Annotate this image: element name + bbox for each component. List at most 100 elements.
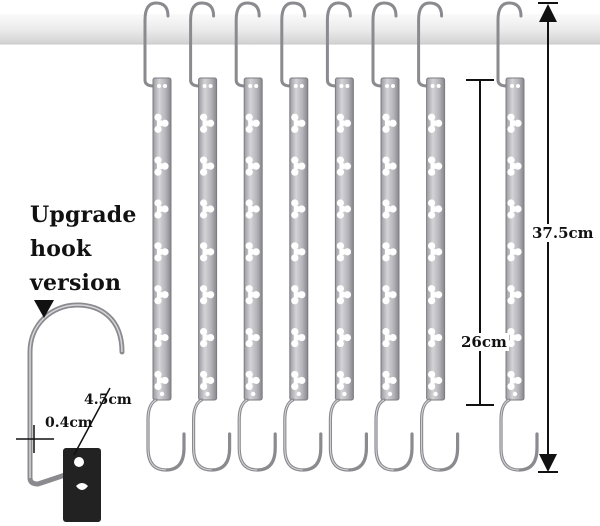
hanger-bar — [380, 77, 400, 401]
hanger-hole — [154, 327, 169, 348]
hanger — [143, 1, 186, 472]
hanger-hole — [245, 156, 260, 176]
bottom-hook — [283, 398, 323, 472]
hanger-hole — [200, 113, 215, 133]
top-hook — [280, 1, 307, 82]
hanger-hole — [245, 327, 260, 348]
hanger-hole — [382, 285, 397, 305]
hanger-hole — [382, 327, 397, 348]
hanger-hole — [245, 113, 260, 133]
hanger-hole — [507, 113, 522, 133]
body-length-label: 26cm — [459, 333, 509, 351]
hanger-hole — [154, 156, 169, 176]
hanger-hole — [428, 156, 443, 176]
hanger-bar — [334, 77, 354, 401]
hanger — [417, 1, 460, 472]
hanger-hole — [336, 156, 351, 176]
total-length-label: 37.5cm — [530, 224, 596, 242]
hanger-hole — [507, 156, 522, 176]
hanger-hole — [507, 370, 522, 391]
hanger — [280, 1, 323, 472]
hanger-hole — [200, 242, 215, 262]
hanger-hole — [291, 156, 306, 176]
hanger-hole — [245, 370, 260, 391]
top-hook — [496, 1, 523, 82]
top-hook — [417, 1, 444, 82]
hanger-hole — [291, 113, 306, 133]
hanger-hole — [336, 199, 351, 219]
hanger-hole — [428, 199, 443, 219]
hanger-hole — [291, 370, 306, 391]
hanger-hole — [382, 370, 397, 391]
bottom-hook — [146, 398, 186, 472]
top-hook — [189, 1, 216, 82]
hook-height-label: 4.5cm — [84, 392, 132, 408]
hanger-hole — [428, 327, 443, 348]
hanger-bar — [505, 77, 525, 401]
hanger — [325, 1, 368, 472]
hanger-hole — [291, 285, 306, 305]
hanger-hole — [245, 242, 260, 262]
hanger-hole — [154, 242, 169, 262]
hanger-hole — [382, 242, 397, 262]
callout-line-1: Upgrade — [30, 202, 137, 228]
top-hook — [325, 1, 352, 82]
hanger-bar — [243, 77, 263, 401]
hanger-hole — [154, 370, 169, 391]
body-length-dimension — [466, 79, 494, 406]
hanger-hole — [428, 113, 443, 133]
hanger — [371, 1, 414, 472]
hanger-hole — [200, 156, 215, 176]
hanger-hole — [245, 285, 260, 305]
hanger-bar — [426, 77, 446, 401]
hanger-hole — [507, 199, 522, 219]
hanger-hole — [154, 113, 169, 133]
top-hook — [143, 1, 170, 82]
hanger-hole — [507, 285, 522, 305]
wire-thickness-label: 0.4cm — [45, 415, 93, 431]
hanger-hole — [507, 327, 522, 348]
hanger — [234, 1, 277, 472]
bottom-hook — [237, 398, 277, 472]
hanger — [189, 1, 232, 472]
hook-detail — [16, 300, 125, 522]
hanger-hole — [200, 285, 215, 305]
hanger-hole — [336, 370, 351, 391]
hanger-hole — [336, 113, 351, 133]
hanger-bar — [198, 77, 218, 401]
hanger-hole — [336, 242, 351, 262]
hanger-hole — [245, 199, 260, 219]
hanger-bar — [152, 77, 172, 401]
hanger-bar — [289, 77, 309, 401]
hanger-hole — [428, 285, 443, 305]
closet-rod — [0, 14, 600, 44]
top-hook — [371, 1, 398, 82]
hanger-hole — [291, 199, 306, 219]
hanger-hole — [200, 199, 215, 219]
hanger-hole — [382, 199, 397, 219]
hanger-hole — [154, 199, 169, 219]
bottom-hook — [420, 398, 460, 472]
hook-height-leader — [73, 387, 111, 456]
hanger-hole — [291, 242, 306, 262]
bottom-hook — [192, 398, 232, 472]
bottom-hook — [499, 398, 539, 472]
hanger-hole — [382, 113, 397, 133]
top-hook — [234, 1, 261, 82]
hanger-hole — [428, 370, 443, 391]
hanger-hole — [428, 242, 443, 262]
hanger-hole — [382, 156, 397, 176]
callout-line-2: hook — [30, 236, 92, 262]
hanger-hole — [291, 327, 306, 348]
bottom-hook — [374, 398, 414, 472]
hanger-hole — [154, 285, 169, 305]
hanger — [496, 1, 539, 472]
down-triangle-icon — [34, 300, 54, 318]
bottom-hook — [328, 398, 368, 472]
hanger-hole — [200, 370, 215, 391]
hanger-hole — [336, 285, 351, 305]
hanger-hole — [200, 327, 215, 348]
hanger-hole — [507, 242, 522, 262]
